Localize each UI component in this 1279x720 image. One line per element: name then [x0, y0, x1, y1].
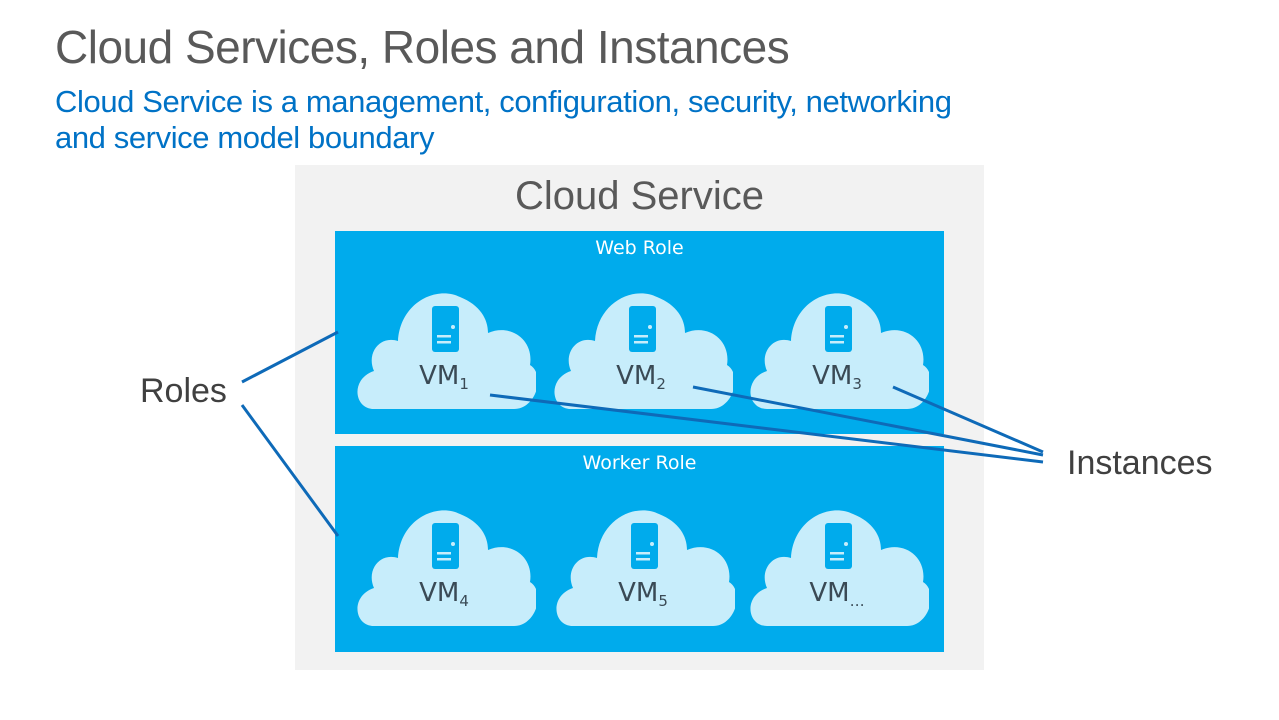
server-icon [631, 523, 658, 569]
server-icon [825, 523, 852, 569]
vm-instance: VM3 [745, 283, 929, 413]
cloud-icon [556, 510, 735, 626]
cloud-icon [554, 293, 733, 409]
server-icon [432, 306, 459, 352]
roles-connector-worker [240, 404, 340, 537]
cloud-icon [750, 293, 929, 409]
server-icon [432, 523, 459, 569]
instances-connector-vm3 [892, 385, 1044, 454]
roles-callout: Roles [140, 372, 227, 410]
vm-label: VM4 [419, 578, 469, 610]
instances-callout: Instances [1067, 444, 1213, 482]
cloud-icon [750, 510, 929, 626]
web-role-label: Web Role [595, 237, 684, 259]
vm-label: VM… [809, 578, 865, 610]
cloud-service-label: Cloud Service [514, 174, 764, 218]
vm-instance: VM1 [352, 283, 536, 413]
vm-label: VM1 [419, 361, 469, 393]
vm-label: VM3 [812, 361, 862, 393]
instances-connector-vm2 [692, 385, 1044, 457]
instances-connector-vm1 [489, 393, 1044, 464]
vm-instance: VM2 [549, 283, 733, 413]
worker-role-label: Worker Role [582, 452, 697, 474]
vm-label: VM2 [616, 361, 666, 393]
vm-instance: VM5 [551, 500, 735, 630]
vm-instance: VM… [745, 500, 929, 630]
roles-connector-web [241, 330, 339, 384]
server-icon [629, 306, 656, 352]
page-subtitle: Cloud Service is a management, configura… [55, 84, 952, 155]
cloud-icon [357, 293, 536, 409]
vm-instance: VM4 [352, 500, 536, 630]
page-title: Cloud Services, Roles and Instances [55, 21, 790, 73]
server-icon [825, 306, 852, 352]
cloud-icon [357, 510, 536, 626]
vm-label: VM5 [618, 578, 668, 610]
